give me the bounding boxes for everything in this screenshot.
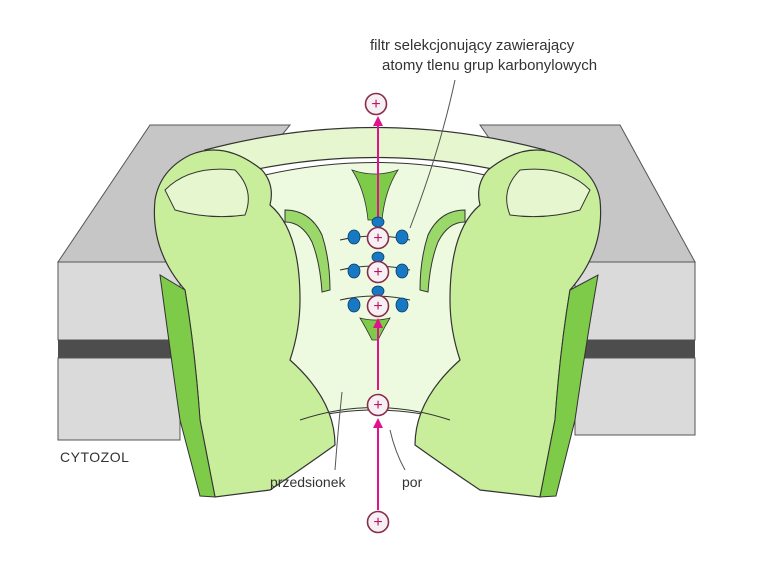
pore-helix-right (419, 209, 466, 293)
leader-filter (409, 79, 456, 229)
carbonyl-oxygen (395, 229, 409, 245)
pore-helix-left (284, 209, 331, 293)
leader-por (389, 429, 406, 471)
plus-icon: + (371, 96, 380, 113)
leader-lines (334, 79, 456, 471)
leader-przedsionek (334, 391, 343, 471)
ion-filter-1: + (366, 226, 390, 250)
ion-vestibule: + (366, 393, 390, 417)
label-por: por (402, 474, 423, 490)
plus-icon: + (373, 230, 382, 247)
label-cytozol: CYTOZOL (60, 449, 129, 465)
ion-filter-3: + (366, 294, 390, 318)
protein-right-subunit (414, 149, 602, 498)
plus-icon: + (373, 397, 382, 414)
protein-left-shadow (159, 274, 216, 498)
ion-outside: + (364, 92, 388, 116)
membrane-left-lower-face (57, 357, 181, 441)
label-filter-line2: atomy tlenu grup karbonylowych (382, 57, 597, 74)
label-przedsionek: przedsionek (270, 474, 346, 490)
carbonyl-oxygen (347, 229, 361, 245)
protein-right-shadow (539, 274, 599, 498)
plus-icon: + (373, 514, 382, 531)
carbonyl-oxygen (395, 297, 409, 313)
membrane-left-upper-face (57, 261, 181, 341)
membrane-left-gap (58, 340, 180, 358)
carbonyl-oxygens (347, 216, 409, 313)
carbonyl-oxygen (371, 251, 385, 263)
selectivity-filter-top (351, 169, 399, 221)
membrane-right-gap (575, 340, 695, 358)
label-filter-line1: filtr selekcjonujący zawierający (370, 37, 575, 54)
carbonyl-oxygen (347, 263, 361, 279)
carbonyl-oxygen (347, 297, 361, 313)
membrane-right-lower-face (574, 357, 696, 436)
plus-icon: + (373, 298, 382, 315)
ion-cytosol: + (366, 510, 390, 534)
carbonyl-oxygen (371, 216, 385, 228)
plus-icon: + (373, 264, 382, 281)
channel-protein (153, 126, 602, 498)
ion-filter-2: + (366, 260, 390, 284)
potassium-ions: + + + + + + (364, 92, 390, 534)
carbonyl-oxygen (371, 285, 385, 297)
carbonyl-oxygen (395, 263, 409, 279)
protein-left-highlight (164, 168, 249, 218)
protein-right-highlight (506, 168, 591, 218)
